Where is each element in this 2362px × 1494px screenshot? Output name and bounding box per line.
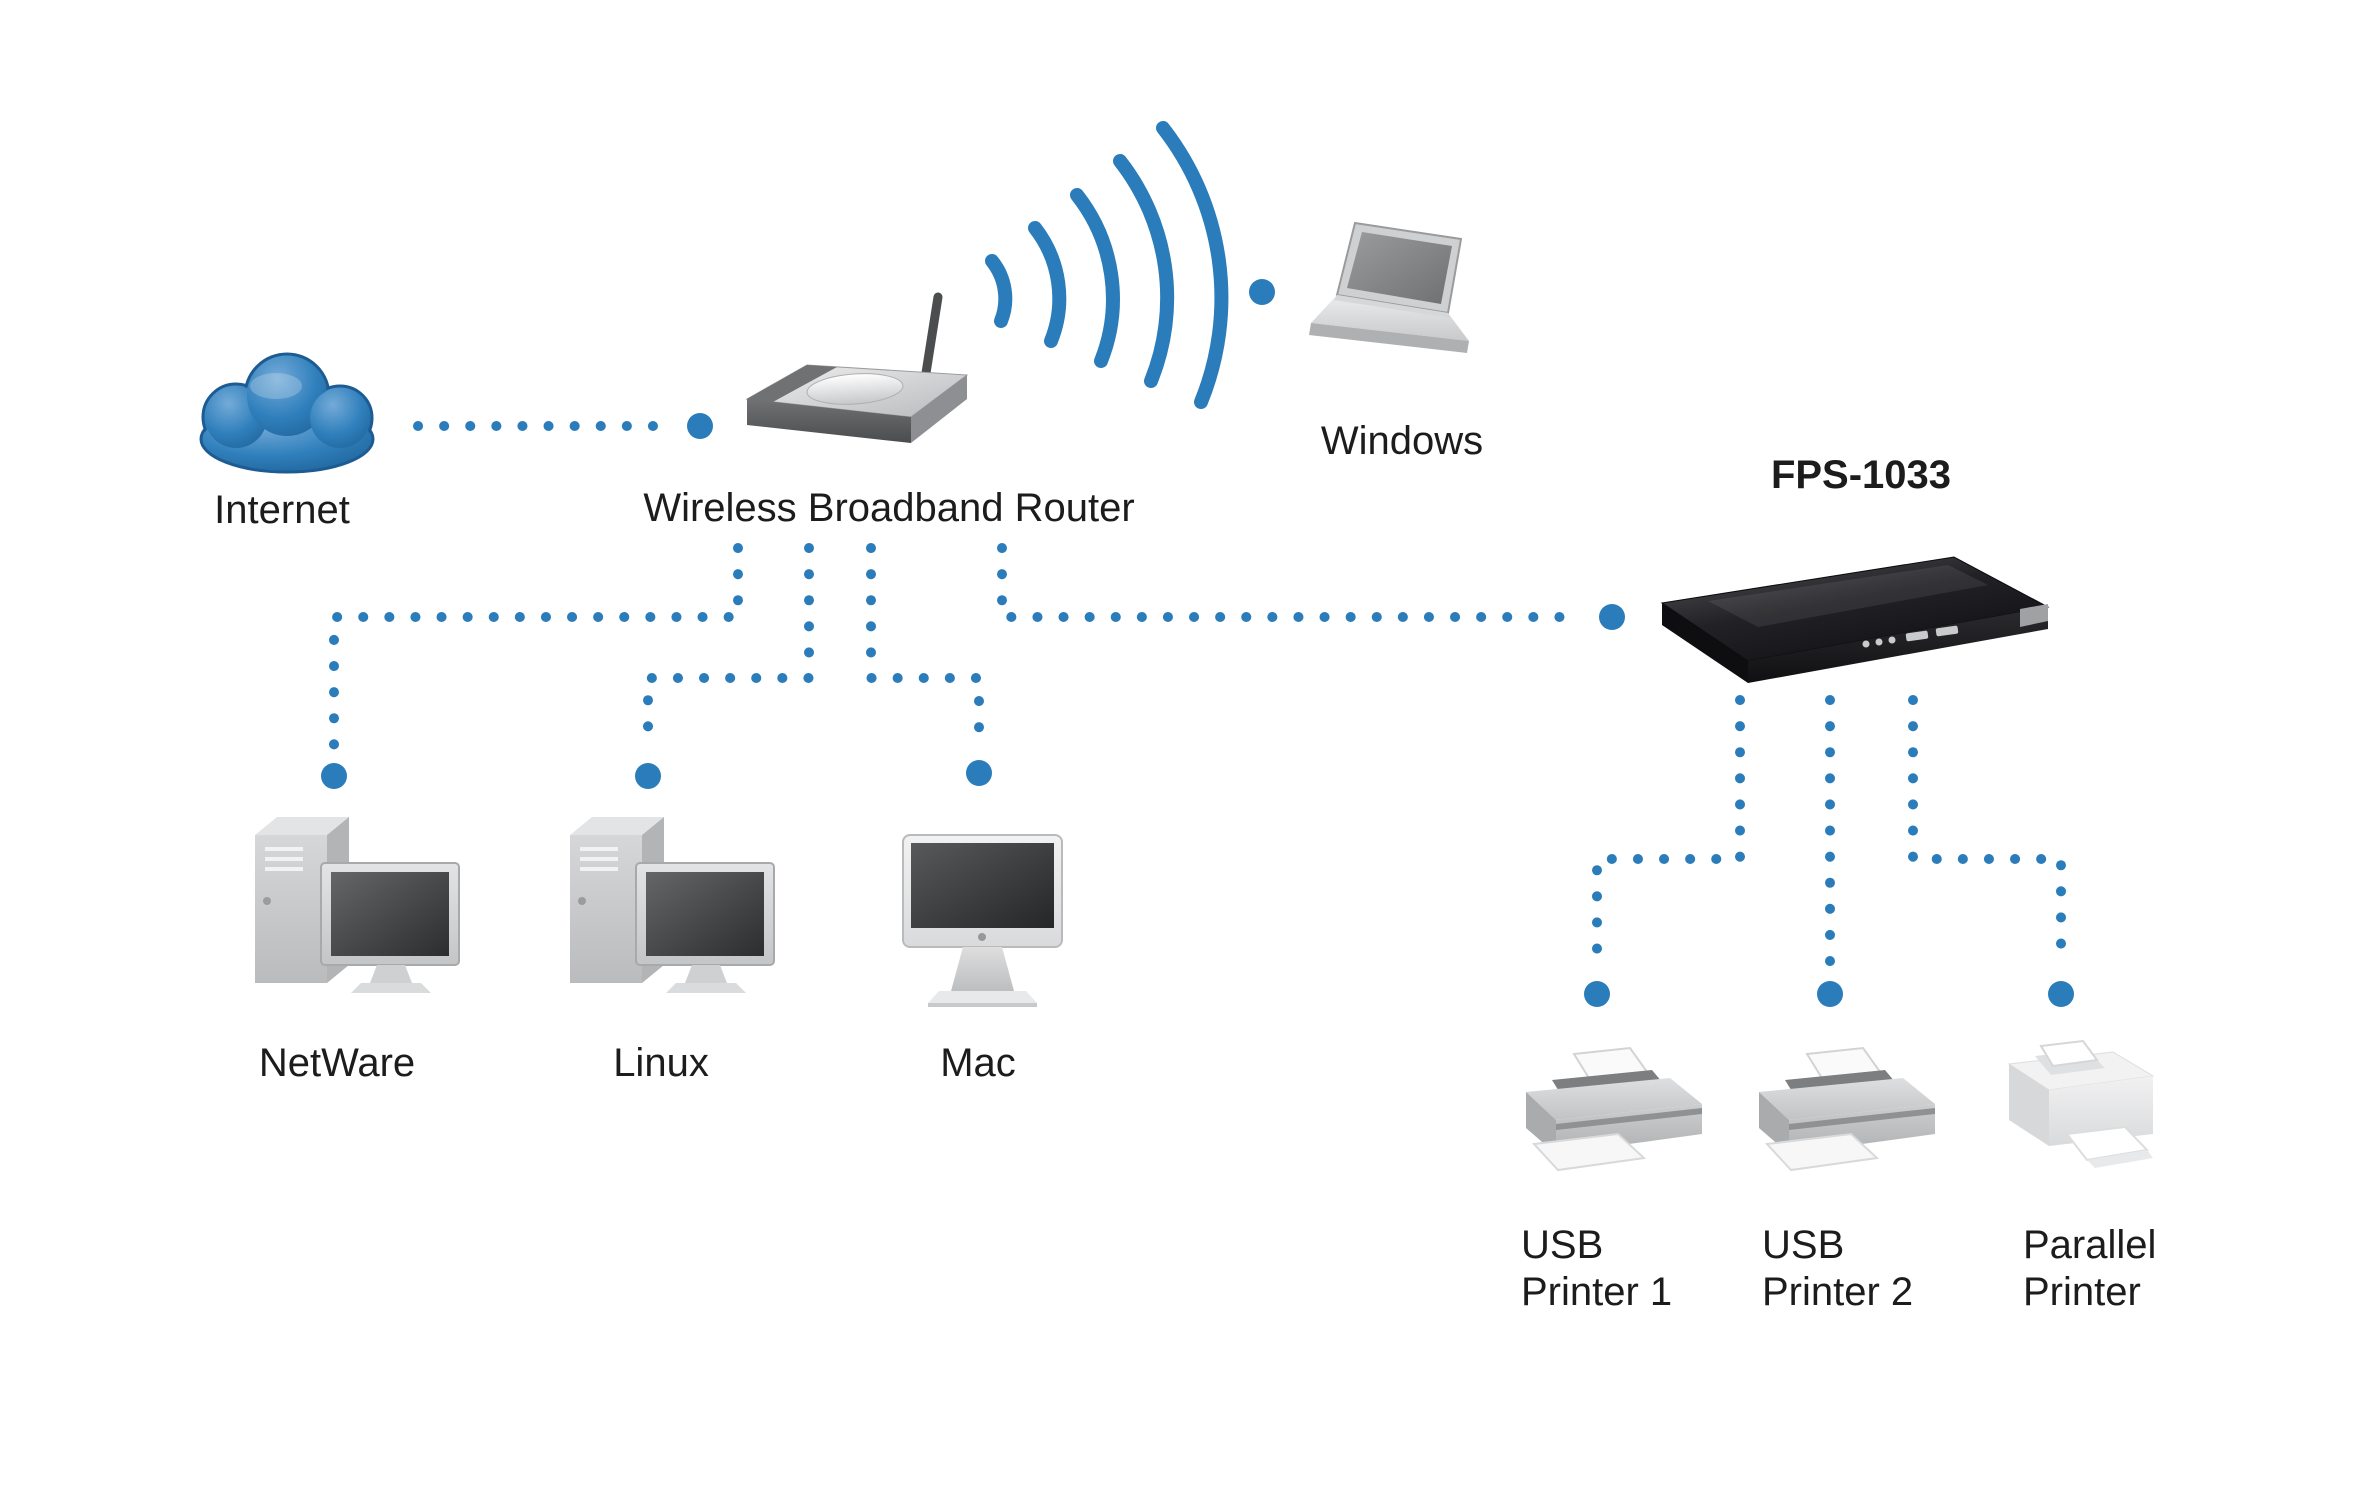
laptop-screen — [1347, 232, 1452, 304]
inkjet-printer-icon — [1525, 1047, 1703, 1171]
connector-router-netware — [329, 543, 743, 757]
connection-dot — [966, 760, 992, 786]
connection-endpoint-dots — [321, 279, 2074, 1007]
laptop-icon — [1309, 221, 1469, 353]
mac-label: Mac — [940, 1041, 1016, 1085]
laser-printer-icon — [2007, 1039, 2155, 1168]
apple-logo-icon — [978, 933, 986, 941]
connector-printserver-parallel — [1908, 695, 2066, 973]
connection-dot — [2048, 981, 2074, 1007]
connector-router-printserver — [997, 543, 1587, 622]
print-server-label: FPS-1033 — [1770, 453, 1952, 497]
inkjet-printer-icon — [1758, 1047, 1936, 1171]
connection-dot — [635, 763, 661, 789]
usb-printer-1-label: USB Printer 1 — [1521, 1223, 1673, 1314]
wireless-router-icon — [745, 292, 969, 443]
status-leds — [1862, 625, 1959, 648]
netware-label: NetWare — [258, 1041, 416, 1085]
connector-printserver-usb1 — [1592, 695, 1745, 973]
desktop-computer-icon — [253, 815, 461, 995]
parallel-printer-label: Parallel Printer — [2023, 1223, 2157, 1314]
internet-label: Internet — [214, 488, 350, 532]
connection-dot — [1599, 604, 1625, 630]
imac-screen — [911, 843, 1054, 928]
dotted-connectors — [329, 421, 2066, 973]
connector-router-mac — [866, 543, 984, 755]
connector-router-linux — [643, 543, 814, 757]
router-label: Wireless Broadband Router — [643, 486, 1135, 530]
internet-cloud-icon — [199, 352, 375, 474]
printer-port — [2020, 604, 2048, 627]
desktop-computer-icon — [568, 815, 776, 995]
print-server-icon — [1660, 556, 2050, 683]
connection-dot — [1817, 981, 1843, 1007]
wifi-signal-icon — [985, 121, 1229, 409]
antenna-icon — [921, 292, 943, 378]
windows-label: Windows — [1320, 419, 1484, 463]
connection-dot — [687, 413, 713, 439]
connection-dot — [321, 763, 347, 789]
wifi-endpoint-dot — [1249, 279, 1275, 305]
imac-icon — [902, 834, 1063, 1007]
connection-dot — [1584, 981, 1610, 1007]
usb-printer-2-label: USB Printer 2 — [1762, 1223, 1914, 1314]
linux-label: Linux — [613, 1041, 709, 1085]
